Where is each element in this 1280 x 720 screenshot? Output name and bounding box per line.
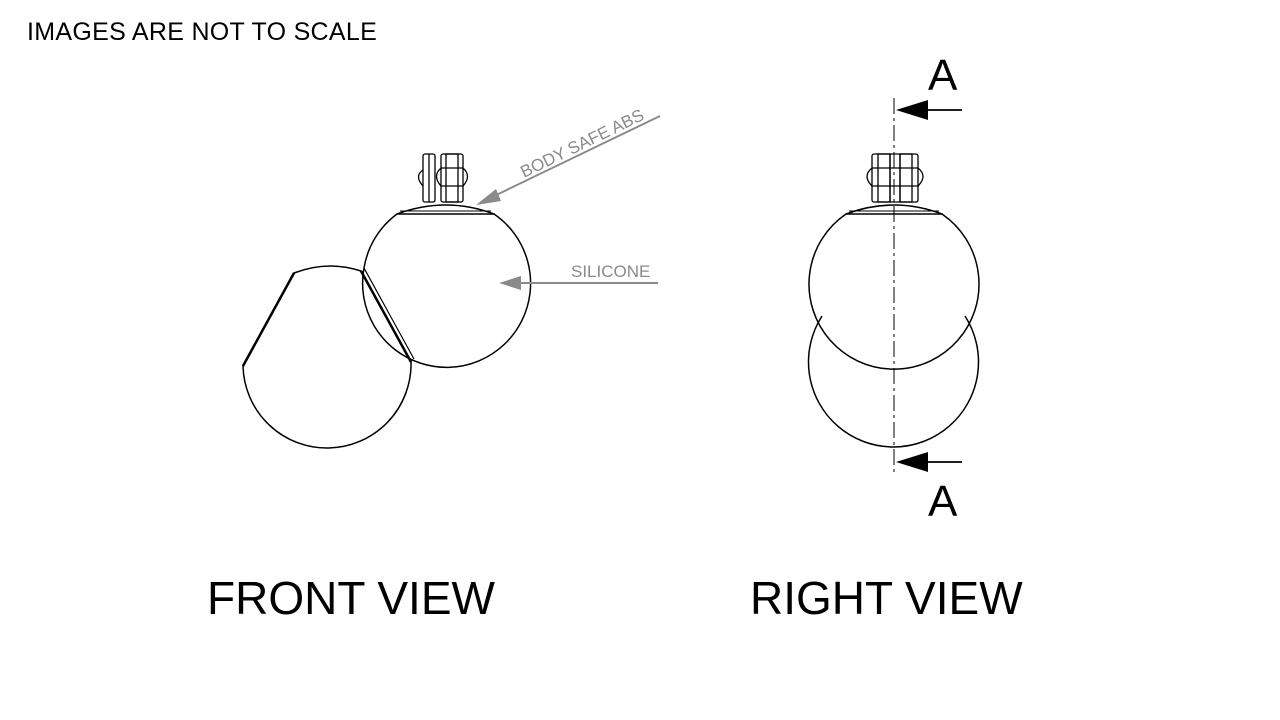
front-lower-lobe-edge-left — [241, 272, 296, 367]
section-a-markers: A A — [896, 51, 962, 526]
front-seam-line-2 — [363, 267, 415, 360]
section-label-top: A — [928, 51, 958, 100]
silicone-leader-arrowhead — [499, 276, 521, 290]
right-view-title: RIGHT VIEW — [750, 572, 1023, 624]
front-main-sphere — [361, 213, 532, 369]
right-upper-sphere — [808, 213, 980, 370]
callouts: BODY SAFE ABS SILICONE — [476, 105, 661, 290]
section-arrow-top-head — [896, 100, 928, 120]
front-view-title: FRONT VIEW — [207, 572, 496, 624]
front-connector — [417, 153, 469, 203]
right-view — [807, 98, 980, 474]
front-view — [241, 153, 532, 449]
abs-leader-line — [489, 115, 661, 199]
right-connector — [866, 153, 924, 203]
front-seam-line — [359, 270, 413, 363]
section-arrow-bottom-head — [896, 452, 928, 472]
front-lower-lobe — [242, 265, 412, 449]
front-abs-cap — [396, 204, 495, 215]
right-lower-sphere — [807, 315, 980, 448]
abs-leader-arrowhead — [476, 189, 501, 205]
scale-note: IMAGES ARE NOT TO SCALE — [27, 18, 378, 46]
section-label-bottom: A — [928, 477, 958, 526]
abs-callout-label: BODY SAFE ABS — [517, 105, 646, 181]
silicone-callout-label: SILICONE — [571, 262, 650, 281]
